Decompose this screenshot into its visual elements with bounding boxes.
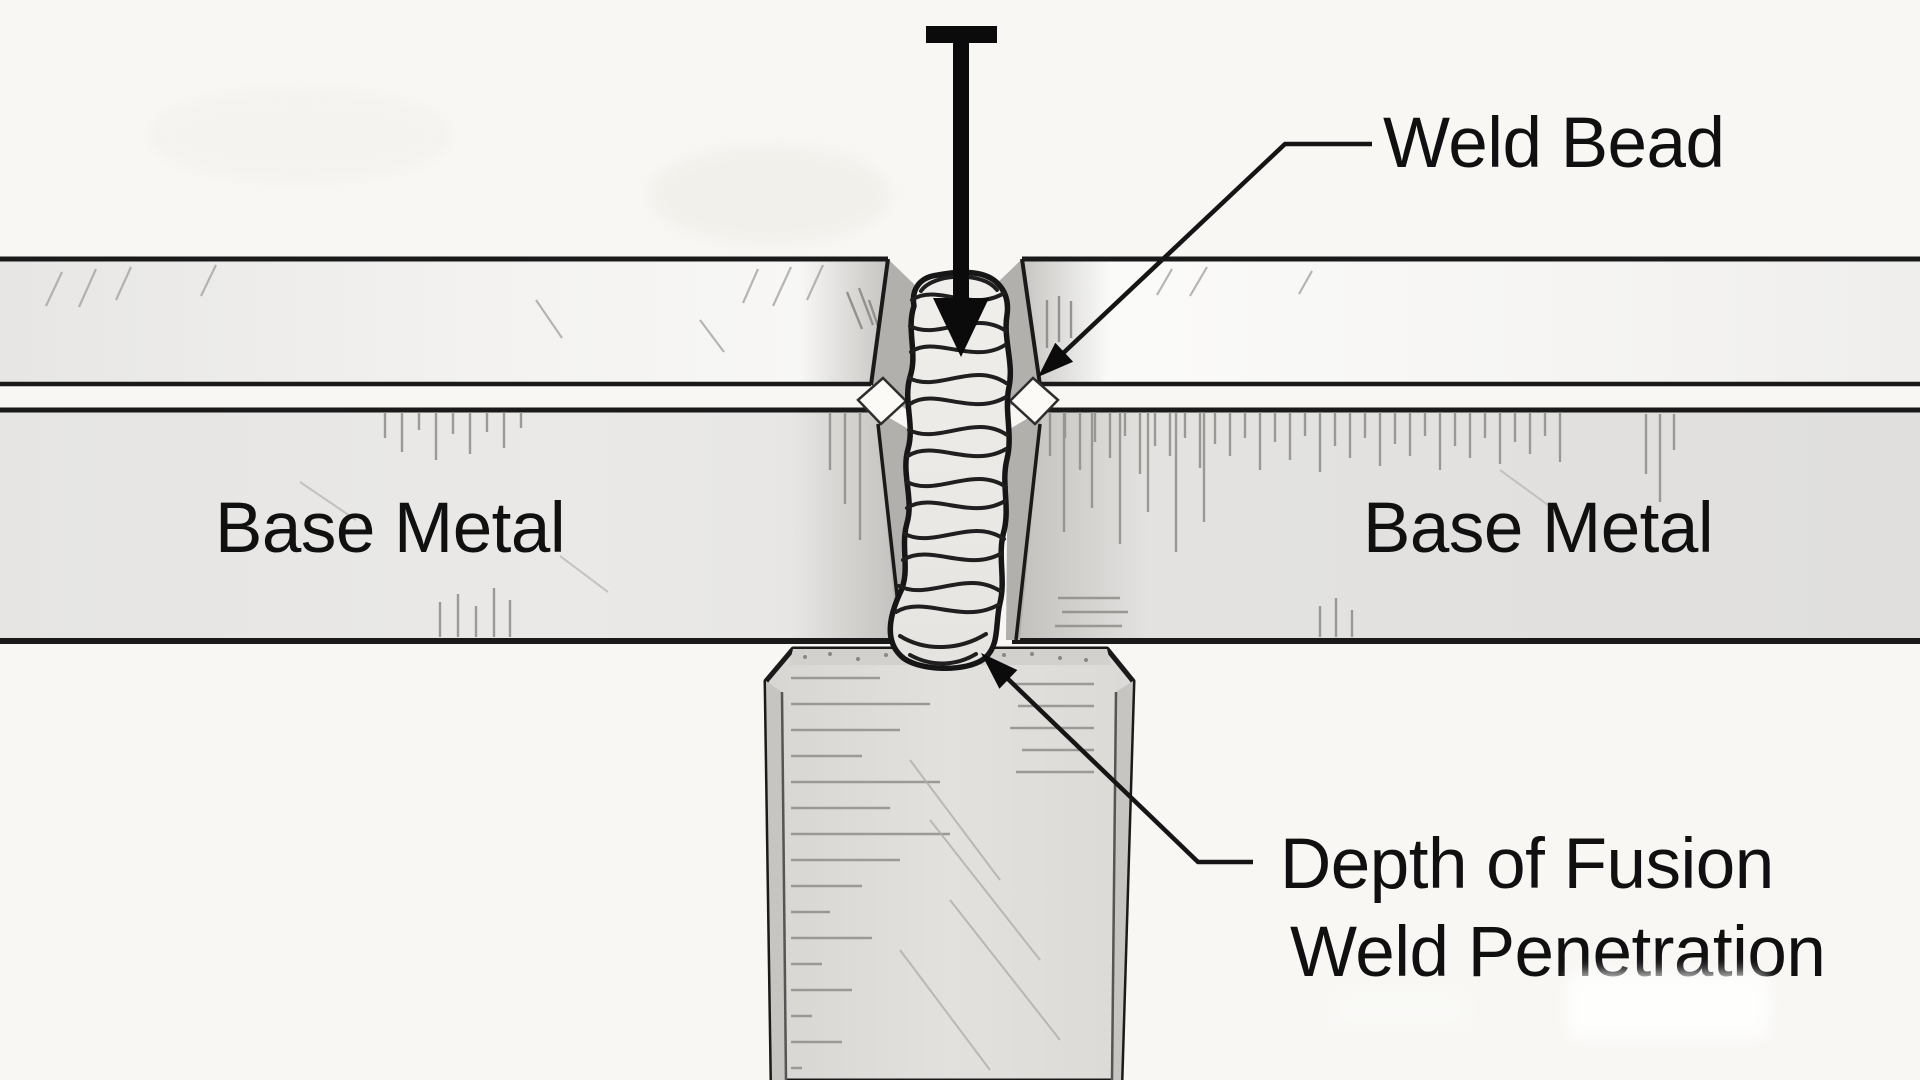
top-plate-right-piece (1022, 256, 1920, 387)
weld-bead (887, 269, 1014, 671)
lower-groove-right-bevel (1006, 410, 1042, 640)
vertical-plate-left-edge-face (766, 681, 786, 1080)
depth-leader-arrowhead-icon (981, 653, 1018, 689)
base-metal-plate-right (1012, 407, 1920, 644)
base-metal-plate-left (0, 407, 906, 644)
vertical-plate (763, 646, 1136, 1080)
top-plate-left-piece (0, 256, 888, 387)
base-metal-right-hatch-marks (1048, 412, 1676, 637)
weld-groove-bevels (871, 259, 1042, 640)
weld-direction-arrow (926, 26, 997, 357)
vertical-plate-scratch-marks (899, 759, 1061, 1071)
background-smudges (150, 90, 890, 243)
depth-of-fusion-label-line1: Depth of Fusion (1280, 825, 1774, 904)
weld-bead-leader (1038, 141, 1372, 377)
arrow-tail-bar (926, 26, 997, 43)
weld-bead-label: Weld Bead (1383, 104, 1725, 183)
watermark-remnant (1330, 972, 1770, 1040)
top-plate-scratch-marks (45, 264, 1313, 353)
vertical-plate-stipple (803, 652, 1088, 662)
base-metal-left-label: Base Metal (215, 489, 565, 568)
vertical-plate-right-edge-face (1112, 681, 1133, 1080)
arrow-head-icon (933, 298, 989, 357)
base-metal-left-hatch-marks (299, 412, 862, 637)
depth-of-fusion-leader (981, 653, 1253, 865)
arrow-shaft (953, 40, 969, 302)
base-metal-right-label: Base Metal (1363, 489, 1713, 568)
weld-bead-leader-arrowhead-icon (1038, 342, 1074, 377)
top-groove-left-bevel (871, 259, 916, 412)
vertical-plate-hatch-marks (791, 676, 1094, 1070)
